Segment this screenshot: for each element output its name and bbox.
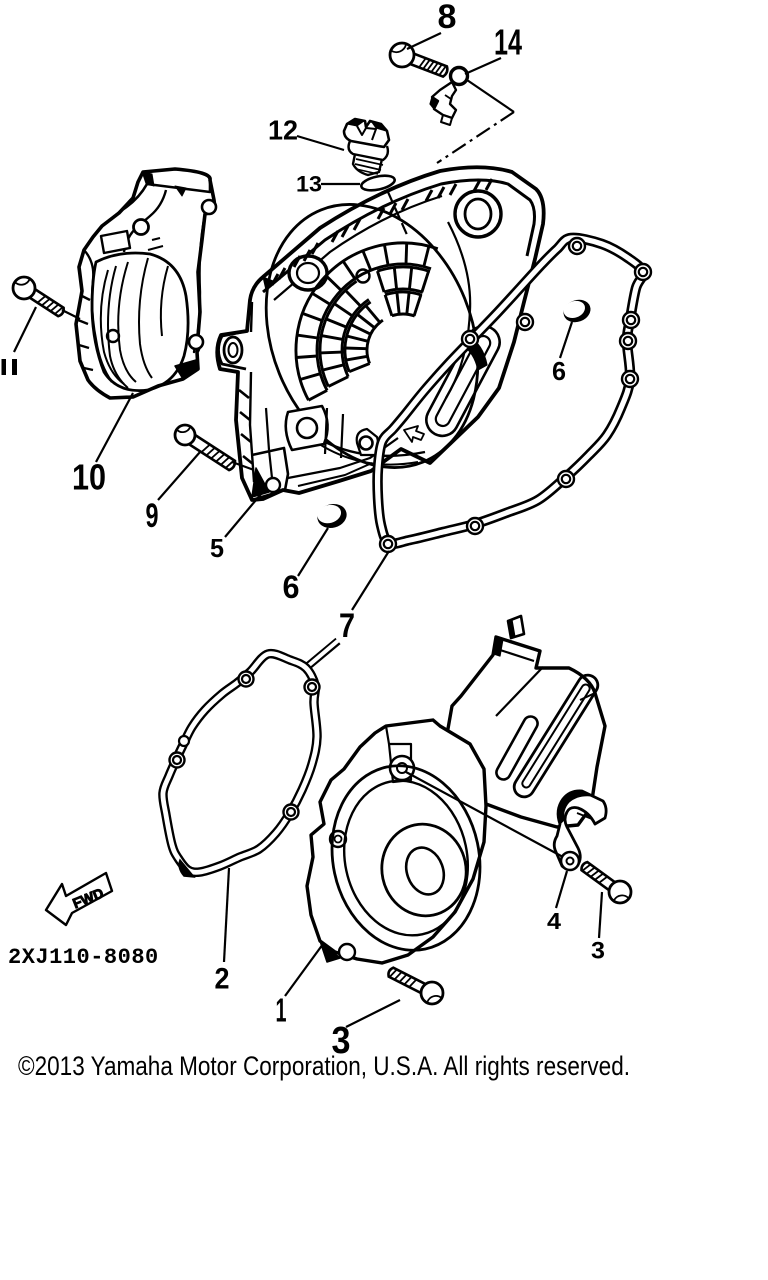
svg-text:2XJ110-8080: 2XJ110-8080 — [8, 945, 159, 970]
svg-text:6: 6 — [552, 356, 566, 386]
svg-text:©2013 Yamaha Motor Corporation: ©2013 Yamaha Motor Corporation, U.S.A. A… — [18, 1051, 630, 1081]
svg-text:1: 1 — [276, 992, 287, 1029]
svg-text:14: 14 — [494, 22, 522, 63]
svg-text:7: 7 — [339, 607, 355, 645]
svg-text:3: 3 — [332, 1020, 351, 1062]
svg-text:8: 8 — [438, 0, 457, 36]
svg-text:4: 4 — [547, 908, 561, 934]
svg-text:5: 5 — [210, 533, 224, 563]
svg-text:12: 12 — [268, 115, 298, 146]
svg-text:2: 2 — [215, 963, 230, 996]
svg-text:13: 13 — [296, 172, 322, 197]
svg-text:10: 10 — [72, 457, 106, 498]
svg-text:3: 3 — [591, 938, 605, 965]
svg-text:9: 9 — [146, 497, 159, 535]
svg-text:6: 6 — [283, 569, 300, 605]
